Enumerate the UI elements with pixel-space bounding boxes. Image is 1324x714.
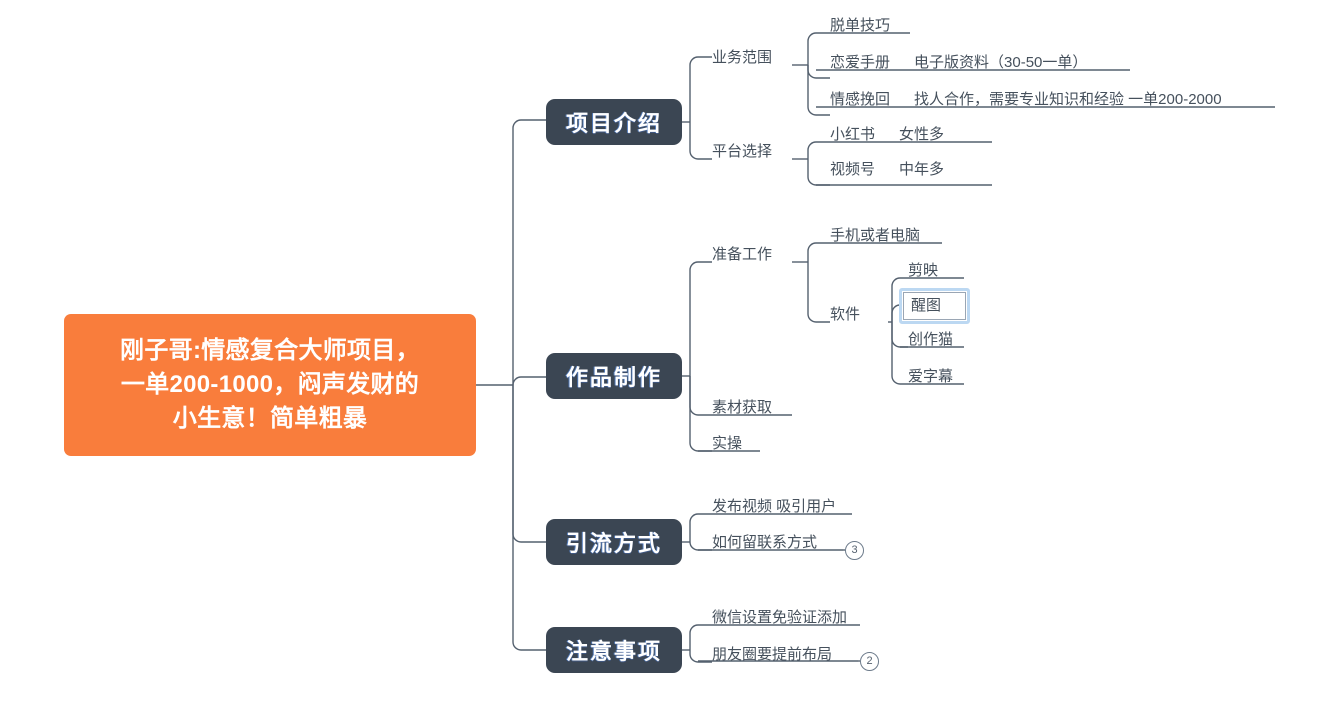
- node-xiaohongshu[interactable]: 小红书 女性多: [830, 127, 944, 142]
- node-publish-video[interactable]: 发布视频 吸引用户: [712, 499, 836, 514]
- node-detail: 电子版资料（30-50一单）: [914, 54, 1088, 71]
- count-badge-notes[interactable]: 2: [860, 652, 879, 671]
- node-label: 剪映: [908, 262, 939, 279]
- node-material-acquire[interactable]: 素材获取: [712, 400, 772, 415]
- node-label: 情感挽回: [830, 91, 891, 108]
- node-label: 醒图: [911, 297, 942, 314]
- node-label: 发布视频 吸引用户: [712, 498, 837, 515]
- count-badge-value: 2: [866, 655, 873, 667]
- node-label: 小红书: [830, 126, 876, 143]
- selection-inner-box: [903, 292, 966, 320]
- branch-node-work-production[interactable]: 作品制作: [546, 353, 682, 399]
- node-xingtu[interactable]: 醒图: [911, 298, 941, 313]
- root-node-label: 刚子哥:情感复合大师项目， 一单200-1000，闷声发财的 小生意！简单粗暴: [120, 336, 420, 433]
- node-label: 微信设置免验证添加: [712, 609, 848, 626]
- node-platform-choice[interactable]: 平台选择: [712, 144, 772, 159]
- node-label: 朋友圈要提前布局: [712, 646, 833, 663]
- node-single-tips[interactable]: 脱单技巧: [830, 18, 890, 33]
- branch-node-notes[interactable]: 注意事项: [546, 627, 682, 673]
- node-practice[interactable]: 实操: [712, 436, 742, 451]
- root-node[interactable]: 刚子哥:情感复合大师项目， 一单200-1000，闷声发财的 小生意！简单粗暴: [64, 314, 476, 456]
- node-aizimu[interactable]: 爱字幕: [908, 369, 953, 384]
- branch-node-project-intro[interactable]: 项目介绍: [546, 99, 682, 145]
- node-label: 脱单技巧: [830, 17, 891, 34]
- node-label: 平台选择: [712, 143, 773, 160]
- node-label: 实操: [712, 435, 743, 452]
- node-moments-layout[interactable]: 朋友圈要提前布局: [712, 647, 832, 662]
- node-love-manual[interactable]: 恋爱手册 电子版资料（30-50一单）: [830, 55, 1087, 70]
- branch-node-label: 作品制作: [565, 365, 662, 390]
- count-badge-value: 3: [851, 544, 858, 556]
- node-phone-or-computer[interactable]: 手机或者电脑: [830, 228, 920, 243]
- node-label: 软件: [830, 306, 861, 323]
- node-detail: 中年多: [899, 161, 945, 178]
- node-shipinhao[interactable]: 视频号 中年多: [830, 162, 944, 177]
- branch-node-traffic-method[interactable]: 引流方式: [546, 519, 682, 565]
- node-business-scope[interactable]: 业务范围: [712, 50, 772, 65]
- node-label: 恋爱手册: [830, 54, 891, 71]
- node-preparation[interactable]: 准备工作: [712, 247, 772, 262]
- node-label: 手机或者电脑: [830, 227, 921, 244]
- node-label: 如何留联系方式: [712, 534, 818, 551]
- node-wechat-no-verify[interactable]: 微信设置免验证添加: [712, 610, 847, 625]
- branch-node-label: 注意事项: [565, 639, 662, 664]
- node-software[interactable]: 软件: [830, 307, 860, 322]
- node-label: 视频号: [830, 161, 876, 178]
- node-chuangzuomao[interactable]: 创作猫: [908, 332, 953, 347]
- node-label: 创作猫: [908, 331, 954, 348]
- node-jianying[interactable]: 剪映: [908, 263, 938, 278]
- branch-node-label: 引流方式: [565, 531, 662, 556]
- node-label: 准备工作: [712, 246, 773, 263]
- node-detail: 女性多: [899, 126, 945, 143]
- node-label: 爱字幕: [908, 368, 954, 385]
- node-emotion-recovery[interactable]: 情感挽回 找人合作，需要专业知识和经验 一单200-2000: [830, 92, 1222, 107]
- node-detail: 找人合作，需要专业知识和经验 一单200-2000: [914, 91, 1222, 108]
- branch-node-label: 项目介绍: [565, 111, 662, 136]
- count-badge-traffic[interactable]: 3: [845, 541, 864, 560]
- node-label: 业务范围: [712, 49, 773, 66]
- node-leave-contact[interactable]: 如何留联系方式: [712, 535, 817, 550]
- node-label: 素材获取: [712, 399, 773, 416]
